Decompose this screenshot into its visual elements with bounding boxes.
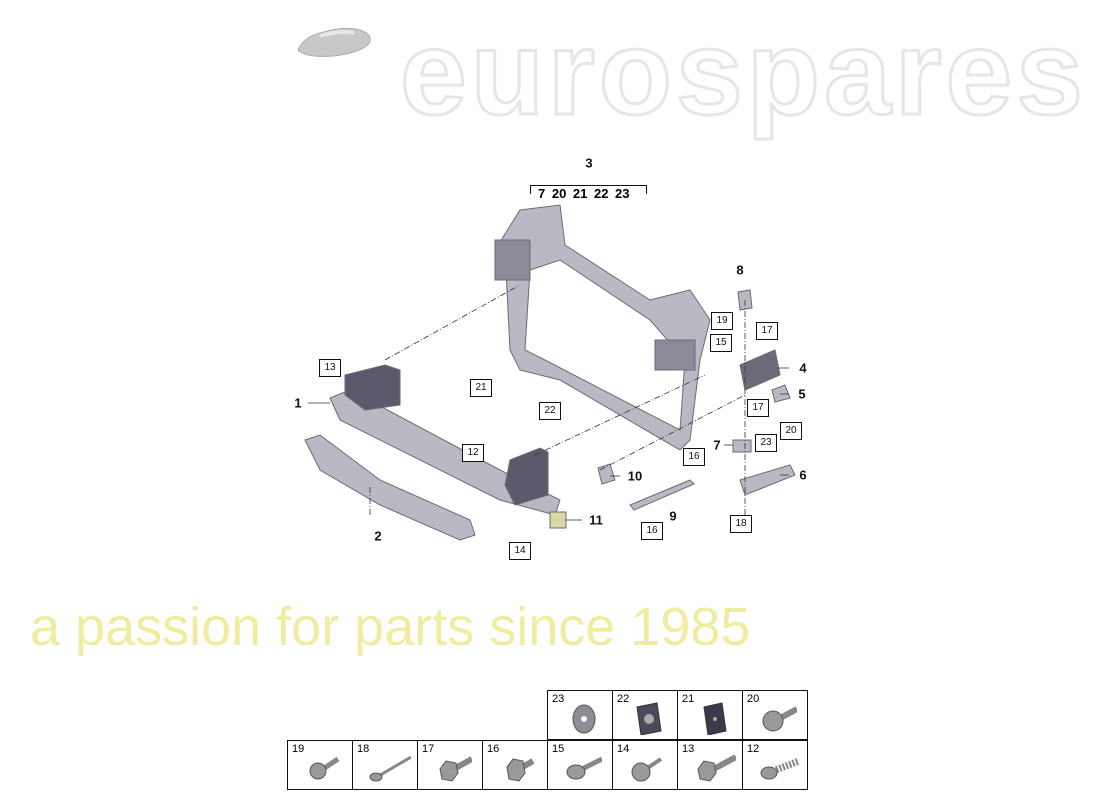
callout-6[interactable]: 6 xyxy=(799,467,807,483)
callout-5[interactable]: 5 xyxy=(798,386,806,402)
fastener-cell[interactable]: 13 xyxy=(677,740,743,790)
front-end-carrier xyxy=(494,204,711,451)
fastener-cell[interactable]: 18 xyxy=(352,740,418,790)
fastener-cell[interactable]: 14 xyxy=(612,740,678,790)
boxed-callout-18[interactable]: 18 xyxy=(730,515,752,533)
fastener-number: 14 xyxy=(617,743,630,755)
callout-4[interactable]: 4 xyxy=(799,360,807,376)
flange-bolt-icon xyxy=(631,757,663,782)
fastener-number: 15 xyxy=(552,743,565,755)
boxed-callout-17[interactable]: 17 xyxy=(747,399,769,417)
part-11 xyxy=(549,511,567,529)
fastener-cell[interactable]: 20 xyxy=(742,690,808,740)
hex-bolt-icon xyxy=(697,754,736,782)
fasteners-table-bottom: 19 18 17 16 15 14 13 12 xyxy=(287,740,808,790)
hex-bolt-icon xyxy=(506,758,535,782)
car-thumbnail-icon xyxy=(297,27,371,57)
part-10 xyxy=(597,463,616,485)
fastener-number: 12 xyxy=(747,743,760,755)
boxed-callout-14[interactable]: 14 xyxy=(509,542,531,560)
fastener-number: 20 xyxy=(747,693,760,705)
long-bolt-icon xyxy=(369,755,411,782)
fastener-cell[interactable]: 16 xyxy=(482,740,548,790)
bolt-icon xyxy=(309,756,340,780)
fastener-number: 16 xyxy=(487,743,500,755)
boxed-callout-22[interactable]: 22 xyxy=(539,402,561,420)
callout-8[interactable]: 8 xyxy=(736,262,744,278)
boxed-callout-16[interactable]: 16 xyxy=(641,522,663,540)
fastener-cell[interactable]: 12 xyxy=(742,740,808,790)
fastener-cell[interactable]: 21 xyxy=(677,690,743,740)
boxed-callout-19[interactable]: 19 xyxy=(711,312,733,330)
callout-9[interactable]: 9 xyxy=(669,508,677,524)
torx-bolt-icon xyxy=(566,756,602,780)
assembly-group-items: 7 20 21 22 23 xyxy=(538,186,630,201)
callout-1[interactable]: 1 xyxy=(294,395,302,411)
boxed-callout-13[interactable]: 13 xyxy=(319,359,341,377)
callout-10[interactable]: 10 xyxy=(627,468,643,484)
self-tapping-screw-icon xyxy=(760,757,801,780)
boxed-callout-17[interactable]: 17 xyxy=(756,322,778,340)
fasteners-table-top: 23 22 21 20 xyxy=(547,690,808,740)
washer-icon xyxy=(572,704,596,734)
callout-2[interactable]: 2 xyxy=(374,528,382,544)
fastener-number: 18 xyxy=(357,743,370,755)
boxed-callout-20[interactable]: 20 xyxy=(780,422,802,440)
fastener-number: 21 xyxy=(682,693,695,705)
boxed-callout-21[interactable]: 21 xyxy=(470,379,492,397)
clip-nut-icon xyxy=(703,702,727,735)
fastener-number: 13 xyxy=(682,743,695,755)
crash-box-left xyxy=(344,364,401,411)
bumper-foam xyxy=(304,434,476,541)
boxed-callout-12[interactable]: 12 xyxy=(462,444,484,462)
part-6 xyxy=(739,464,796,496)
fastener-cell[interactable]: 19 xyxy=(287,740,353,790)
fastener-cell[interactable]: 17 xyxy=(417,740,483,790)
fastener-number: 22 xyxy=(617,693,630,705)
fastener-cell[interactable]: 23 xyxy=(547,690,613,740)
part-7 xyxy=(732,439,752,453)
fastener-number: 17 xyxy=(422,743,435,755)
boxed-callout-16[interactable]: 16 xyxy=(683,448,705,466)
fastener-cell[interactable]: 15 xyxy=(547,740,613,790)
fastener-number: 19 xyxy=(292,743,305,755)
boxed-callout-23[interactable]: 23 xyxy=(755,434,777,452)
boxed-callout-15[interactable]: 15 xyxy=(710,334,732,352)
crash-box-right xyxy=(504,447,549,506)
clip-nut-icon xyxy=(636,702,662,735)
assembly-bracket xyxy=(530,185,647,194)
fastener-number: 23 xyxy=(552,693,565,705)
part-4 xyxy=(739,349,781,391)
callout-11[interactable]: 11 xyxy=(589,512,603,528)
hex-bolt-icon xyxy=(439,756,472,782)
bolt-icon xyxy=(762,706,797,732)
part-9 xyxy=(629,479,695,511)
callout-3: 3 xyxy=(585,155,593,171)
fastener-cell[interactable]: 22 xyxy=(612,690,678,740)
callout-7[interactable]: 7 xyxy=(713,437,721,453)
part-5 xyxy=(771,384,791,403)
